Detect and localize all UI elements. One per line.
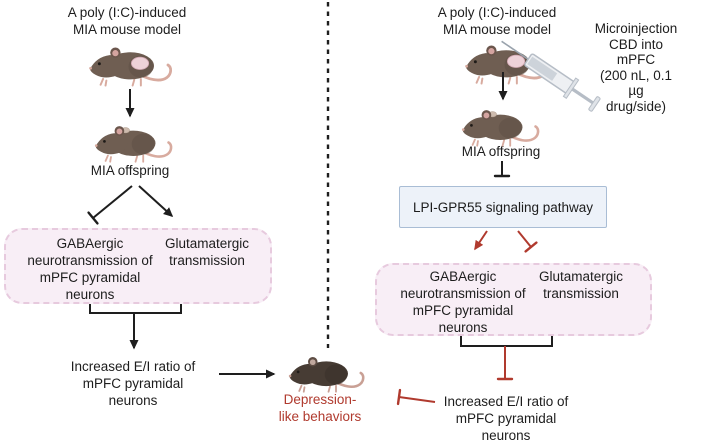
mouse-icon-right-offspring (461, 105, 541, 148)
left-glutamate-label: Glutamatergic transmission (164, 236, 250, 268)
red-arrow-pathway-to-gaba (474, 230, 488, 251)
arrow-offspring-to-glutamate-left (138, 185, 174, 218)
right-gaba-label: GABAergic neurotransmission of mPFC pyra… (400, 269, 526, 335)
right-neurotransmission-box (375, 263, 652, 336)
left-neurotransmission-box (4, 228, 272, 304)
bracket-right (460, 336, 553, 347)
right-title: A poly (I:C)-induced MIA mouse model (437, 5, 557, 37)
left-gaba-label: GABAergic neurotransmission of mPFC pyra… (27, 236, 153, 302)
depression-outcome-label: Depression- like behaviors (278, 392, 362, 424)
mouse-icon-left-dam (88, 42, 174, 88)
left-ei-ratio-label: Increased E/I ratio of mPFC pyramidal ne… (70, 359, 196, 408)
red-inhibit-pathway-to-glutamate (517, 230, 538, 253)
right-ei-ratio-label: Increased E/I ratio of mPFC pyramidal ne… (443, 394, 569, 440)
left-title: A poly (I:C)-induced MIA mouse model (67, 5, 187, 37)
red-inhibit-ei-to-depression (396, 388, 436, 406)
right-glutamate-label: Glutamatergic transmission (538, 269, 624, 301)
lpi-gpr55-pathway-box: LPI-GPR55 signaling pathway (399, 186, 607, 228)
mouse-icon-right-dam (464, 40, 550, 86)
right-offspring-label: MIA offspring (461, 144, 541, 159)
mouse-icon-left-offspring (94, 121, 174, 164)
lpi-gpr55-pathway-label: LPI-GPR55 signaling pathway (412, 199, 594, 215)
mouse-icon-depression (281, 352, 373, 394)
inhibit-offspring-to-gaba-left (87, 185, 133, 225)
bracket-left (89, 304, 182, 314)
left-offspring-label: MIA offspring (90, 163, 170, 178)
microinjection-label: Microinjection CBD into mPFC (200 nL, 0.… (594, 21, 678, 114)
